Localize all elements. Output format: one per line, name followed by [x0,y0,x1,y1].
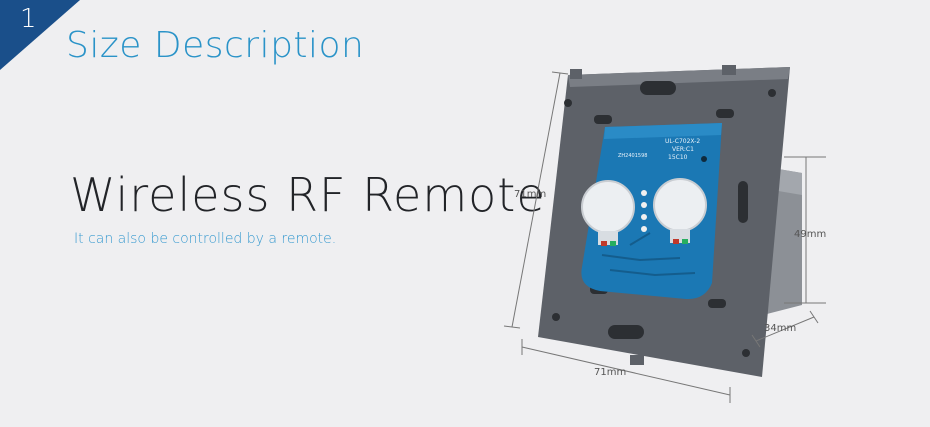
circuit-board [581,123,722,300]
switch-base-illustration: UL-C702X-2 VER:C1 15C10 ZH2401598 71mm 7… [503,65,826,403]
dimension-body-height-label: 49mm [794,229,826,240]
subline: It can also be controlled by a remote. [74,231,337,247]
dimension-height-label: 71mm [514,189,546,200]
board-model: UL-C702X-2 [665,138,700,145]
badge-number: 1 [20,4,37,34]
section-number-badge: 1 [0,0,80,70]
board-serial: ZH2401598 [618,153,647,159]
dimension-width-label: 71mm [594,367,626,378]
touch-pad-left [581,180,635,234]
dimension-depth-label: 34mm [764,323,796,334]
badge-triangle [0,0,80,70]
headline: Wireless RF Remote [70,168,546,222]
board-version: VER:C1 [672,146,694,153]
section-title: Size Description [66,25,365,66]
touch-pad-right [653,178,707,232]
board-code: 15C10 [668,154,688,161]
